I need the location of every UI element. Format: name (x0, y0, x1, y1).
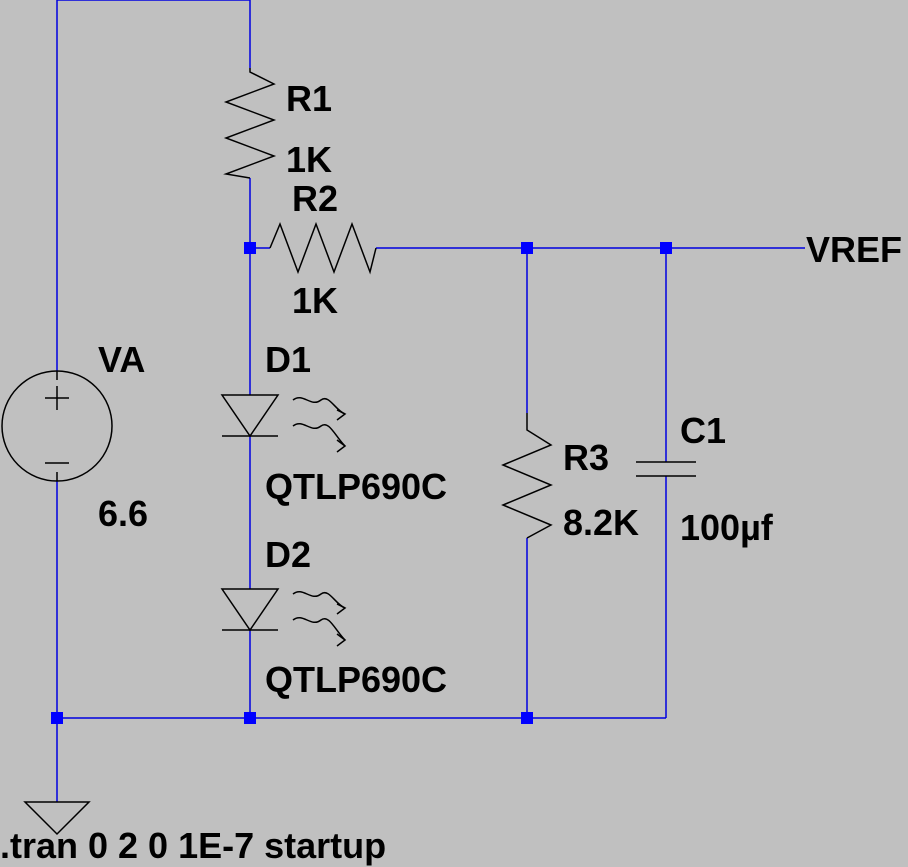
d1-value-label: QTLP690C (265, 466, 447, 507)
spice-directive[interactable]: .tran 0 2 0 1E-7 startup (0, 825, 386, 866)
resistor-r3[interactable] (501, 413, 553, 539)
ground-icon[interactable] (23, 801, 91, 836)
c1-value-label: 100µf (680, 507, 774, 548)
net-label-vref[interactable]: VREF (806, 229, 902, 270)
junction-dot (244, 712, 256, 724)
junction-dot (244, 242, 256, 254)
va-value-label: 6.6 (98, 493, 148, 534)
light-emission-icon (292, 591, 347, 647)
r3-value-label: 8.2K (563, 502, 639, 543)
wires (56, 0, 805, 802)
r2-name-label: R2 (292, 178, 338, 219)
va-name-label: VA (98, 339, 145, 380)
junction-dot (660, 242, 672, 254)
junction-dot (521, 242, 533, 254)
junction-dot (521, 712, 533, 724)
c1-name-label: C1 (680, 410, 726, 451)
capacitor-c1[interactable] (636, 461, 696, 477)
r2-value-label: 1K (292, 280, 338, 321)
wire-va-top[interactable] (56, 0, 251, 371)
d1-name-label: D1 (265, 339, 311, 380)
junction-dot (51, 712, 63, 724)
junctions (51, 242, 672, 724)
d2-name-label: D2 (265, 534, 311, 575)
resistor-r2[interactable] (269, 221, 377, 275)
led-d2[interactable] (220, 588, 347, 647)
r3-name-label: R3 (563, 437, 609, 478)
led-d1[interactable] (220, 394, 347, 453)
d2-value-label: QTLP690C (265, 659, 447, 700)
resistor-r1[interactable] (223, 68, 277, 179)
voltage-source-va[interactable] (1, 370, 113, 482)
r1-value-label: 1K (286, 139, 332, 180)
r1-name-label: R1 (286, 78, 332, 119)
light-emission-icon (292, 397, 347, 453)
